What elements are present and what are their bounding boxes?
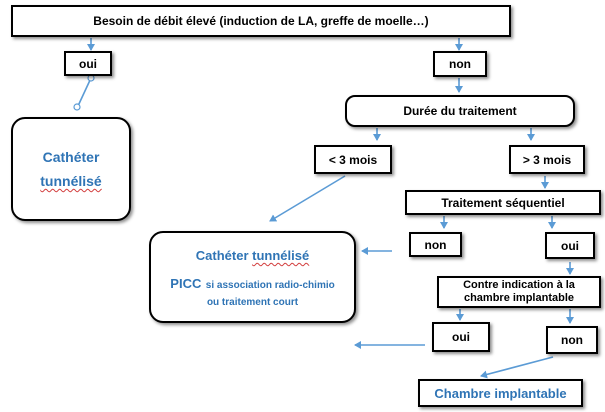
node-less-3-mois: < 3 mois xyxy=(314,145,392,174)
node-oui-1-label: oui xyxy=(79,56,97,71)
node-contre-indication: Contre indication à la chambre implantab… xyxy=(437,276,601,308)
cath-center-title-a: Cathéter xyxy=(195,248,253,263)
cath-left-line1: Cathéter xyxy=(42,149,100,165)
node-non-1: non xyxy=(433,51,487,77)
node-oui-2-label: oui xyxy=(561,238,579,253)
node-more3-label: > 3 mois xyxy=(522,152,572,167)
node-more-3-mois: > 3 mois xyxy=(509,145,585,174)
arrow-less3-cath xyxy=(269,175,346,222)
chambre-label: Chambre implantable xyxy=(434,385,567,401)
node-duree-label: Durée du traitement xyxy=(403,104,517,118)
cath-left-line2: tunnélisé xyxy=(40,173,102,189)
node-traitement-sequentiel: Traitement séquentiel xyxy=(405,190,601,215)
node-root-label: Besoin de débit élevé (induction de LA, … xyxy=(93,14,429,28)
node-duree-traitement: Durée du traitement xyxy=(345,95,575,127)
node-non-3: non xyxy=(546,326,598,354)
node-non-2-label: non xyxy=(424,237,447,252)
cath-center-title-b: tunnélisé xyxy=(252,248,310,263)
node-non-1-label: non xyxy=(449,57,471,71)
node-chambre-implantable: Chambre implantable xyxy=(418,379,583,407)
node-less3-label: < 3 mois xyxy=(328,152,378,167)
node-oui-2: oui xyxy=(545,232,595,259)
node-oui-3: oui xyxy=(432,322,490,352)
arrow-non-chambre xyxy=(480,356,554,379)
node-root: Besoin de débit élevé (induction de LA, … xyxy=(11,5,511,37)
picc-rest: si association radio-chimio xyxy=(205,280,335,291)
picc-bold: PICC xyxy=(170,276,202,291)
node-oui-1: oui xyxy=(64,51,112,76)
node-seq-label: Traitement séquentiel xyxy=(441,195,565,210)
contre-line1: Contre indication à la xyxy=(463,279,575,291)
contre-line2: chambre implantable xyxy=(463,292,575,304)
connector-handle-bottom xyxy=(73,103,81,111)
picc-line: PICC si association radio-chimio xyxy=(170,275,334,295)
cath-center-title: Cathéter tunnélisé xyxy=(196,247,309,265)
node-catheter-tunnelise-left: Cathéter tunnélisé xyxy=(11,117,131,221)
node-non-2: non xyxy=(409,232,462,257)
node-catheter-tunnelise-center: Cathéter tunnélisé PICC si association r… xyxy=(149,231,356,323)
connector-oui-cath xyxy=(77,77,92,107)
picc-line2: ou traitement court xyxy=(206,297,299,308)
node-oui-3-label: oui xyxy=(452,330,470,344)
node-non-3-label: non xyxy=(561,333,583,347)
